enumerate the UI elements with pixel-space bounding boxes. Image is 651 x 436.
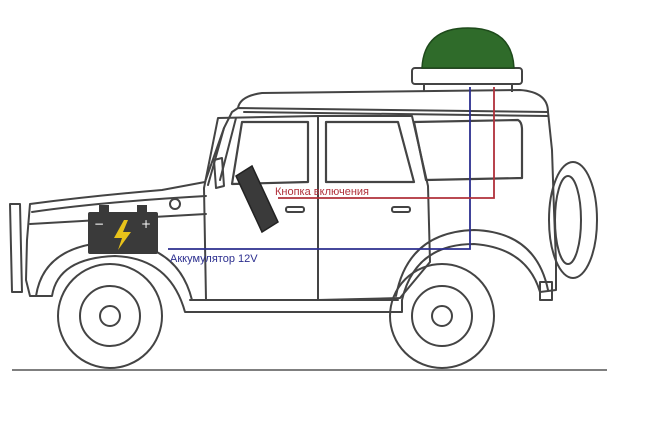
battery-terminal-right: [137, 205, 147, 212]
wire-button: [278, 87, 495, 199]
battery-label: Аккумулятор 12V: [170, 253, 258, 265]
beacon-dome: [421, 27, 515, 69]
side-window: [412, 118, 524, 182]
rear-bumper: [539, 281, 553, 301]
wire-battery: [168, 87, 471, 250]
fuel-cap: [169, 198, 181, 210]
roof-outline: [237, 89, 549, 113]
spare-wheel: [548, 161, 598, 279]
front-wheel-tire: [57, 263, 163, 369]
front-wheel-hub: [99, 305, 121, 327]
battery-terminal-left: [99, 205, 109, 212]
hood-line: [31, 195, 207, 213]
rear-door: [317, 115, 431, 301]
front-wheel-rim: [79, 285, 141, 347]
body-outline: [25, 107, 557, 313]
rear-fender: [395, 229, 549, 297]
front-door: [203, 115, 319, 301]
battery-icon: − +: [88, 205, 158, 254]
lightning-bolt-icon: [114, 220, 131, 250]
vehicle-body: [9, 89, 598, 369]
roof-inner-line: [243, 111, 549, 117]
button-label: Кнопка включения: [275, 186, 369, 198]
side-mirror: [213, 157, 225, 189]
beacon-base: [411, 67, 523, 85]
battery-plus: +: [141, 217, 151, 231]
rear-wheel-tire: [389, 263, 495, 369]
front-window: [230, 120, 310, 186]
rear-wheel-rim: [411, 285, 473, 347]
front-bumper: [9, 203, 23, 293]
front-door-handle: [285, 206, 305, 213]
rear-wheel-hub: [431, 305, 453, 327]
rear-door-window: [324, 120, 416, 184]
rear-door-handle: [391, 206, 411, 213]
rooftop-beacon-icon: [411, 27, 523, 92]
spare-wheel-rim: [554, 175, 582, 265]
steering-column: [235, 164, 279, 234]
battery-minus: −: [94, 217, 104, 231]
